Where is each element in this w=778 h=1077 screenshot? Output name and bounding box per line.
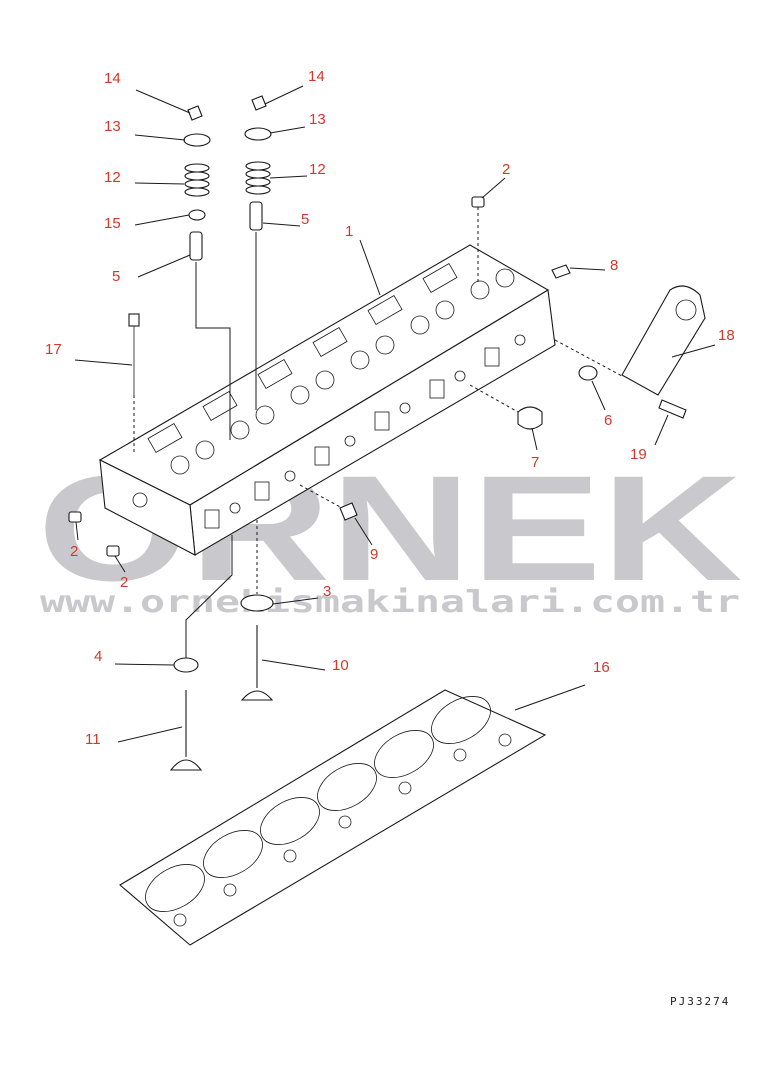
callout-19: 19 — [630, 446, 647, 463]
bracket-bolt — [658, 399, 687, 419]
valve-seat-insert-intake — [173, 657, 199, 673]
drain-plug — [339, 502, 358, 521]
callout-2-top: 2 — [502, 161, 510, 178]
callout-5-left: 5 — [112, 268, 120, 285]
fitting — [551, 264, 571, 279]
callout-16: 16 — [593, 659, 610, 676]
head-bolt — [128, 313, 140, 327]
callout-17: 17 — [45, 341, 62, 358]
cup-plug — [517, 406, 543, 430]
callout-6: 6 — [604, 412, 612, 429]
spring-seat-left — [188, 209, 206, 221]
plug-top — [471, 196, 485, 208]
callouts: 14 14 13 13 12 12 15 5 5 1 2 8 17 18 6 1… — [45, 68, 735, 748]
plug-left-2 — [106, 545, 120, 557]
valve-spring-right — [245, 161, 271, 195]
valve-stack-left — [183, 105, 231, 440]
valve-seat-insert-exhaust — [240, 594, 274, 612]
callout-4: 4 — [94, 648, 102, 665]
callout-5-right: 5 — [301, 211, 309, 228]
leader-lines — [74, 85, 716, 743]
callout-1: 1 — [345, 223, 353, 240]
callout-9: 9 — [370, 546, 378, 563]
head-gasket — [119, 689, 547, 946]
intake-valve — [169, 690, 203, 771]
watermark-url: www.ornekismakinalari.com.tr — [40, 585, 740, 620]
callout-13-left: 13 — [104, 118, 121, 135]
callout-10: 10 — [332, 657, 349, 674]
callout-11: 11 — [85, 731, 101, 748]
callout-12-left: 12 — [104, 169, 121, 186]
seal-ring — [578, 365, 598, 381]
valve-spring-left — [184, 163, 210, 197]
callout-3: 3 — [323, 583, 331, 600]
lifting-bracket — [621, 285, 706, 396]
callout-8: 8 — [610, 257, 618, 274]
valve-stack-right — [244, 95, 272, 410]
callout-18: 18 — [718, 327, 735, 344]
callout-2-left-2: 2 — [120, 574, 128, 591]
valve-cotter-right — [251, 95, 267, 111]
exhaust-valve — [240, 625, 274, 701]
loose-parts — [68, 196, 706, 946]
callout-14-left: 14 — [104, 70, 121, 87]
plug-left-1 — [68, 511, 82, 523]
callout-12-right: 12 — [309, 161, 326, 178]
valve-cotter-left — [187, 105, 203, 121]
spring-retainer-left — [183, 133, 211, 147]
spring-retainer-right — [244, 127, 272, 141]
cylinder-head — [98, 244, 556, 556]
callout-14-right: 14 — [308, 68, 325, 85]
callout-7: 7 — [531, 454, 539, 471]
callout-13-right: 13 — [309, 111, 326, 128]
drawing-code: PJ33274 — [670, 995, 730, 1008]
callout-2-left-1: 2 — [70, 543, 78, 560]
valve-guide-right — [249, 201, 263, 231]
callout-15: 15 — [104, 215, 121, 232]
valve-guide-left — [189, 231, 203, 261]
